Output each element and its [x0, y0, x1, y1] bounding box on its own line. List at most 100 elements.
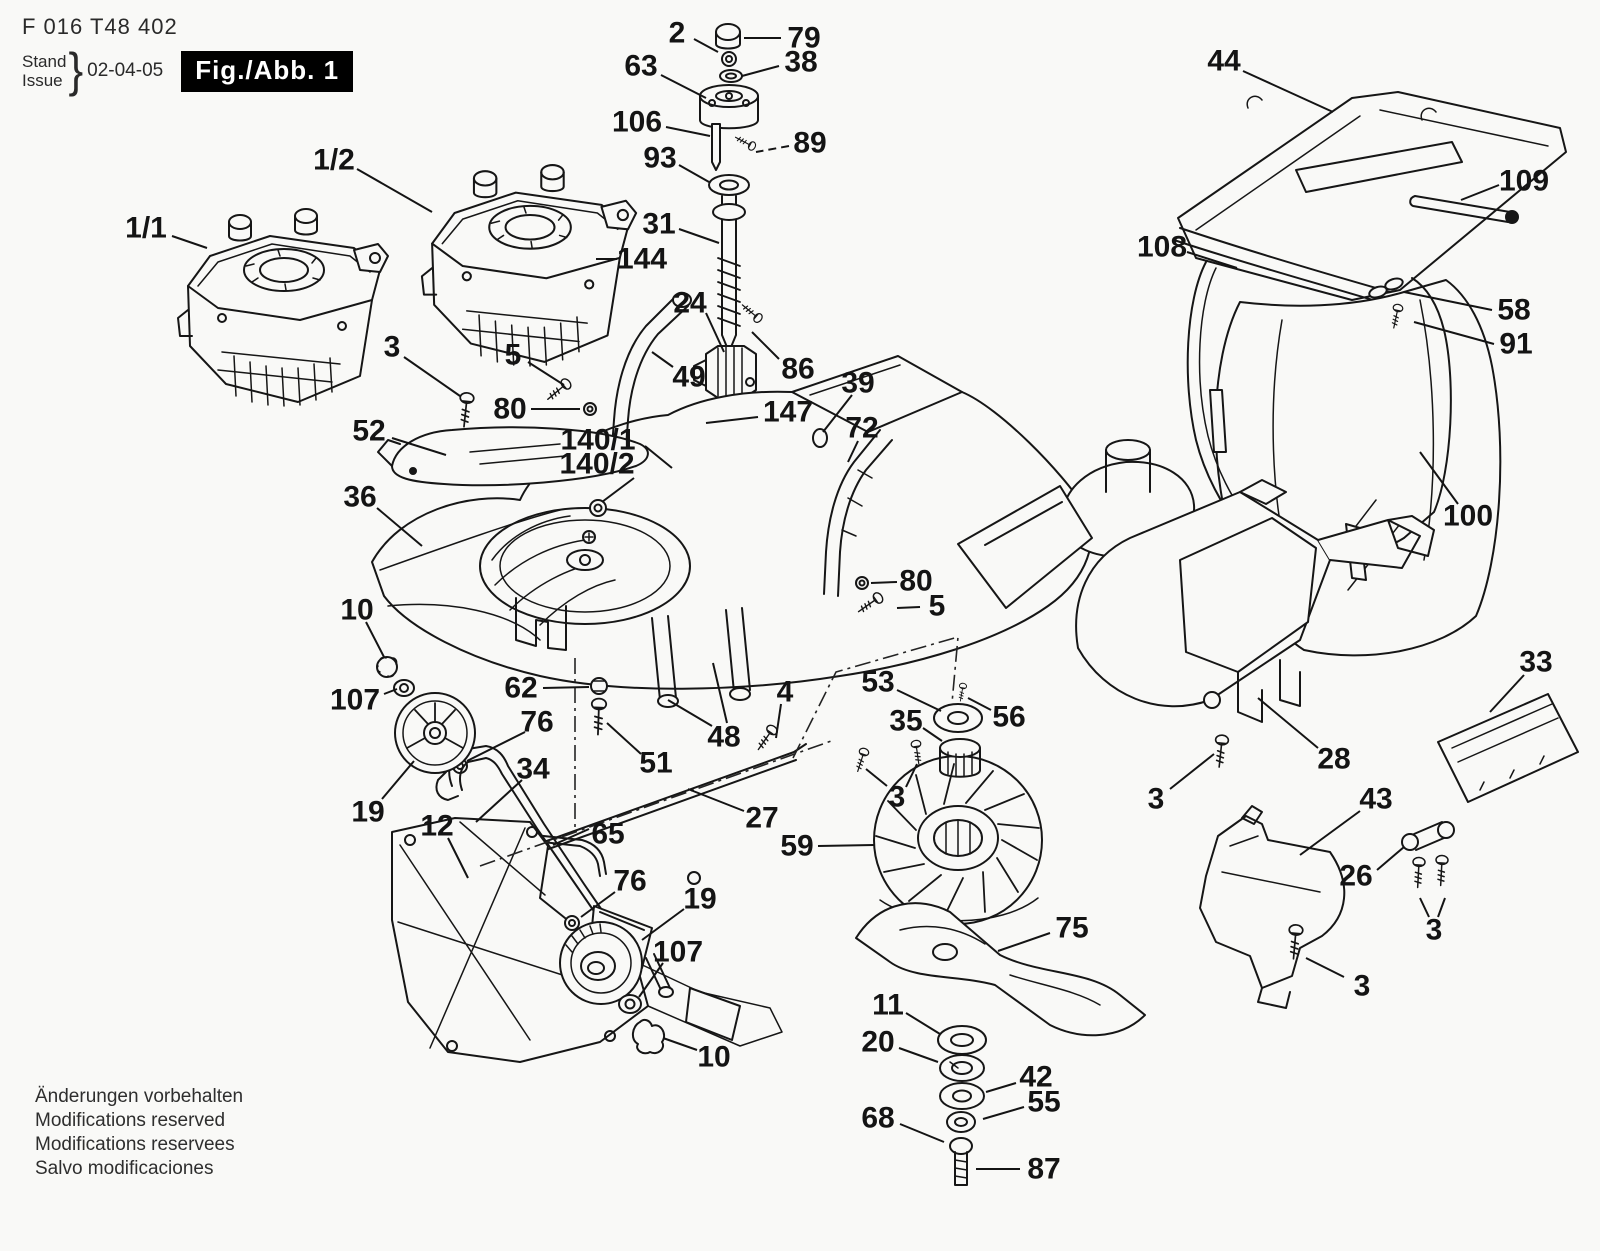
part-number-3: 3: [384, 331, 401, 364]
part-number-35: 35: [889, 705, 922, 738]
part-number-31: 31: [642, 208, 675, 241]
part-number-1/2: 1/2: [313, 144, 355, 177]
leader-line-72: [847, 440, 859, 463]
part-number-62: 62: [504, 672, 537, 705]
wheel-19-rear: [559, 921, 643, 1005]
part-number-10: 10: [340, 594, 373, 627]
part-number-11: 11: [872, 989, 904, 1022]
leader-line-86: [751, 331, 780, 360]
leader-line-3: [1419, 897, 1430, 918]
part-number-49: 49: [672, 361, 705, 394]
part-number-19: 19: [351, 796, 384, 829]
leader-line-100: [1419, 451, 1459, 505]
washer-11: [937, 1025, 987, 1055]
pin-106: [711, 123, 721, 171]
footer-line-en: Modifications reserved: [35, 1110, 226, 1131]
leader-line-28: [1257, 697, 1319, 749]
part-number-2: 2: [669, 17, 686, 50]
part-code: F 016 T48 402: [22, 14, 178, 39]
leader-line-63: [660, 74, 707, 99]
washer-93: [708, 174, 750, 196]
part-number-48: 48: [707, 721, 740, 754]
leader-line-52: [391, 437, 447, 456]
leader-line-10: [662, 1037, 698, 1051]
leader-line-62: [542, 686, 590, 689]
issue-label: Issue: [22, 71, 63, 90]
wheel-19-front: [394, 692, 476, 774]
leader-line-39: [822, 394, 853, 433]
nut-140: [589, 499, 607, 517]
nut-55: [946, 1111, 976, 1133]
part-number-39: 39: [841, 367, 874, 400]
part-number-26: 26: [1339, 860, 1372, 893]
brace-glyph: }: [68, 43, 84, 98]
rod-27: [505, 743, 807, 861]
part-number-44: 44: [1207, 45, 1241, 78]
leader-line-48: [667, 699, 713, 727]
clip-58: [1368, 277, 1404, 299]
catcher-lid-44: [1173, 91, 1567, 305]
washer-38: [719, 69, 743, 83]
bolt-3-deflector: [1211, 733, 1230, 769]
leader-line-1/1: [171, 235, 208, 249]
leader-line-109: [1460, 184, 1500, 201]
part-number-52: 52: [352, 415, 385, 448]
fan-59: [873, 755, 1043, 925]
leader-line-10: [365, 621, 385, 658]
leader-line-24: [705, 312, 725, 353]
part-number-108: 108: [1137, 231, 1187, 264]
part-number-140/1: 140/1: [560, 424, 635, 457]
leader-line-33: [1489, 674, 1525, 713]
part-number-51: 51: [639, 747, 672, 780]
nut-2: [721, 51, 737, 67]
part-number-55: 55: [1027, 1086, 1060, 1119]
part-number-106: 106: [612, 106, 662, 139]
part-number-87: 87: [1027, 1153, 1060, 1186]
stand-label: Stand: [22, 52, 67, 71]
part-number-12: 12: [420, 810, 453, 843]
part-number-36: 36: [343, 481, 376, 514]
part-number-42: 42: [1019, 1061, 1052, 1094]
coupling-24: [693, 345, 757, 399]
screw-89: [732, 132, 758, 152]
rod-109: [1409, 195, 1519, 224]
leader-line-59: [817, 844, 875, 847]
leader-line-3: [905, 763, 918, 788]
part-number-43: 43: [1359, 783, 1392, 816]
part-number-3: 3: [1426, 914, 1443, 947]
part-number-38: 38: [784, 46, 817, 79]
handle-bracket-49: [611, 292, 692, 451]
part-number-107: 107: [330, 684, 380, 717]
part-number-3: 3: [1148, 783, 1165, 816]
part-number-3: 3: [889, 781, 906, 814]
leader-line-106: [665, 126, 711, 137]
deflector-28: [1075, 479, 1435, 723]
part-number-5: 5: [505, 339, 522, 372]
nut-62: [590, 677, 608, 695]
clip-10-rear: [632, 1018, 666, 1055]
spindle-assembly: [693, 23, 765, 399]
part-number-140/2: 140/2: [559, 448, 634, 481]
clip-39: [812, 428, 828, 448]
leader-line-3: [1437, 897, 1446, 918]
leader-line-51: [606, 722, 642, 755]
part-number-75: 75: [1055, 912, 1088, 945]
part-number-89: 89: [793, 127, 826, 160]
footer-line-de: Änderungen vorbehalten: [35, 1086, 244, 1107]
leader-line-75: [997, 932, 1051, 952]
engine-variant-1: [177, 208, 389, 407]
shaft-spring-31: [712, 195, 746, 353]
pin-3-right: [910, 739, 925, 766]
bolt-center: [582, 530, 596, 544]
washer-53: [933, 703, 983, 733]
leader-line-5: [896, 606, 921, 609]
leader-line-5: [527, 361, 565, 386]
part-number-10: 10: [697, 1041, 730, 1074]
leader-line-48: [712, 662, 728, 724]
leader-line-53: [896, 689, 942, 712]
nut-10: [376, 656, 398, 678]
washer-107: [393, 679, 415, 697]
issue-date: 02-04-05: [87, 60, 164, 81]
part-number-68: 68: [861, 1102, 894, 1135]
